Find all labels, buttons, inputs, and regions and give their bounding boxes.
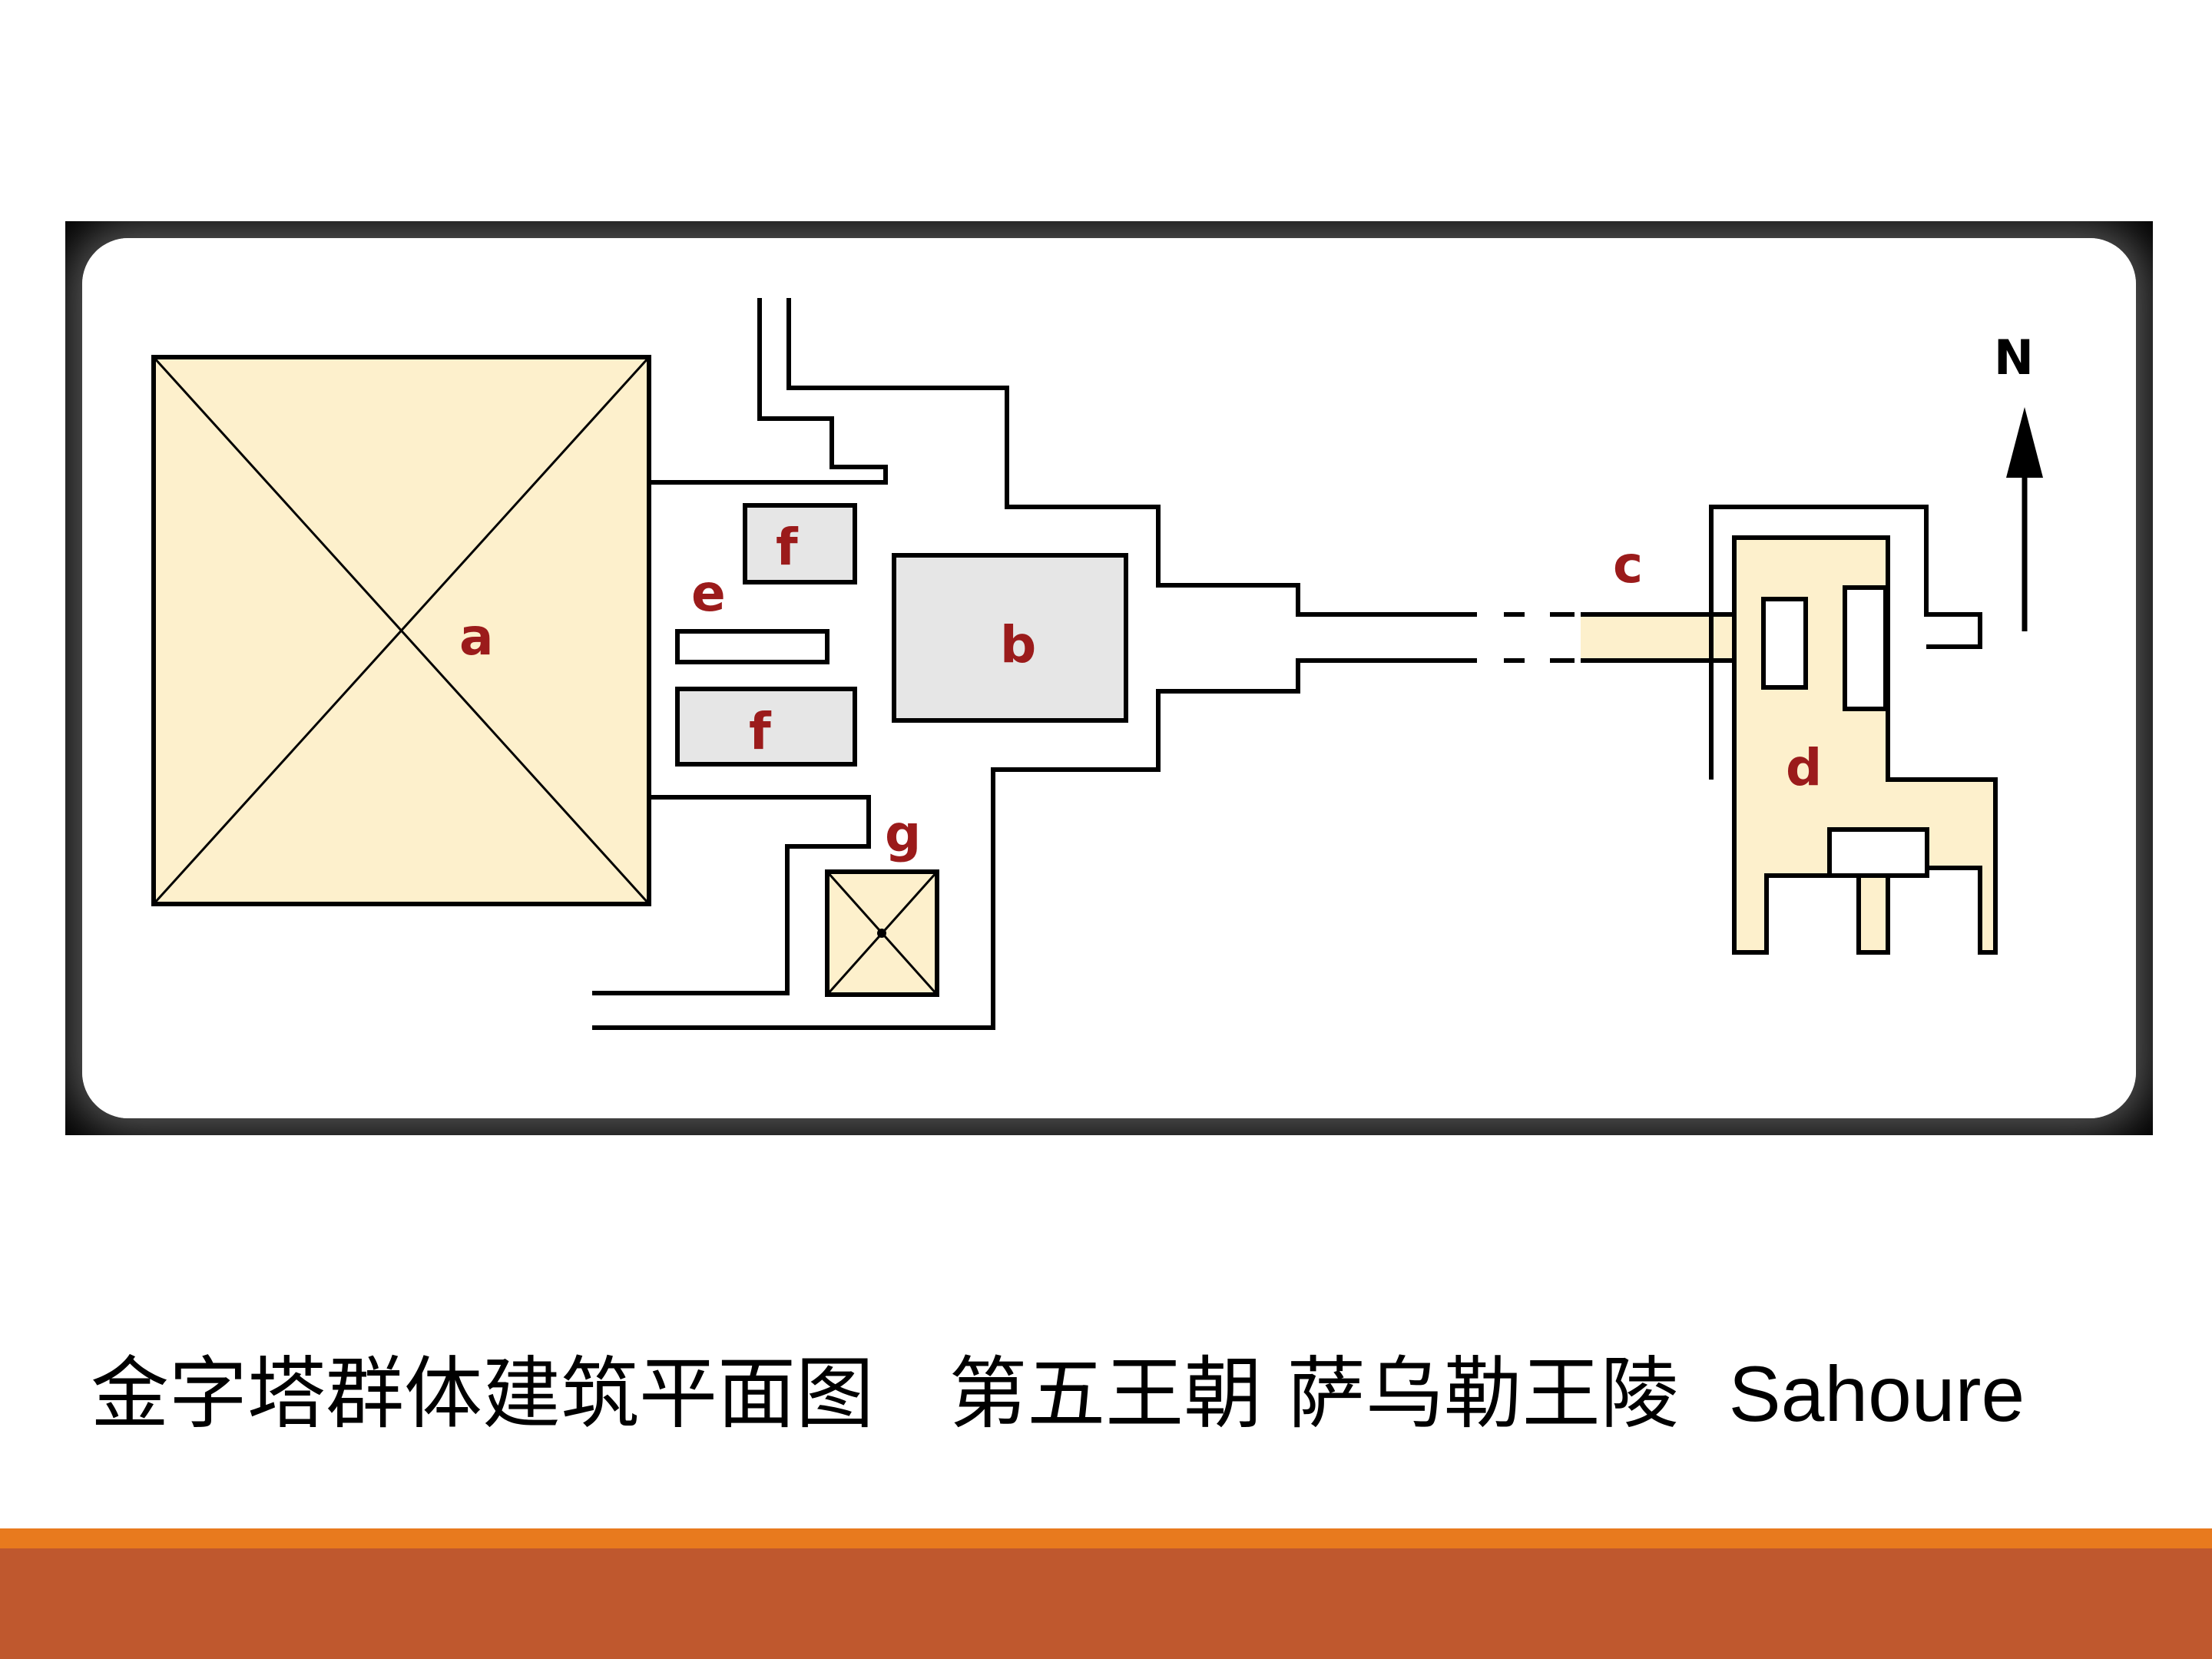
caption-english-name: Sahoure [1728, 1350, 2025, 1438]
enclosure-wall-south [592, 658, 1477, 1030]
enclosure-wall-north-inner [786, 298, 1477, 617]
label-d: d [1786, 738, 1822, 797]
north-label: N [1994, 329, 2034, 386]
causeway-c [1581, 614, 1734, 661]
slide-caption: 金字塔群体建筑平面图 第五王朝 萨乌勒王陵 Sahoure [91, 1348, 2195, 1440]
chamber-f-upper [743, 503, 857, 584]
chamber-e [675, 629, 830, 664]
footer-accent-bar [0, 1528, 2212, 1548]
caption-title: 金字塔群体建筑平面图 [91, 1349, 874, 1440]
footer-bar [0, 1548, 2212, 1659]
label-g: g [885, 804, 921, 863]
valley-temple-room [1761, 597, 1808, 690]
label-c: c [1613, 535, 1643, 594]
enclosure-wall-south-inner [592, 795, 871, 995]
valley-temple-outer [1709, 505, 1982, 780]
caption-dynasty-tomb: 第五王朝 萨乌勒王陵 [949, 1349, 1679, 1440]
north-arrow-icon [2006, 407, 2043, 478]
label-a: a [459, 608, 494, 667]
label-e: e [691, 564, 726, 623]
label-f-lower: f [749, 702, 772, 761]
enclosure-wall-north [649, 298, 888, 485]
satellite-apex [877, 929, 886, 938]
label-f-upper: f [776, 518, 799, 577]
valley-temple-room [1843, 585, 1888, 711]
chamber-f-lower [675, 687, 857, 767]
pyramid-diagonal [152, 356, 651, 906]
valley-temple-room [1827, 827, 1929, 878]
label-b: b [1000, 615, 1036, 674]
mortuary-temple [892, 553, 1128, 723]
